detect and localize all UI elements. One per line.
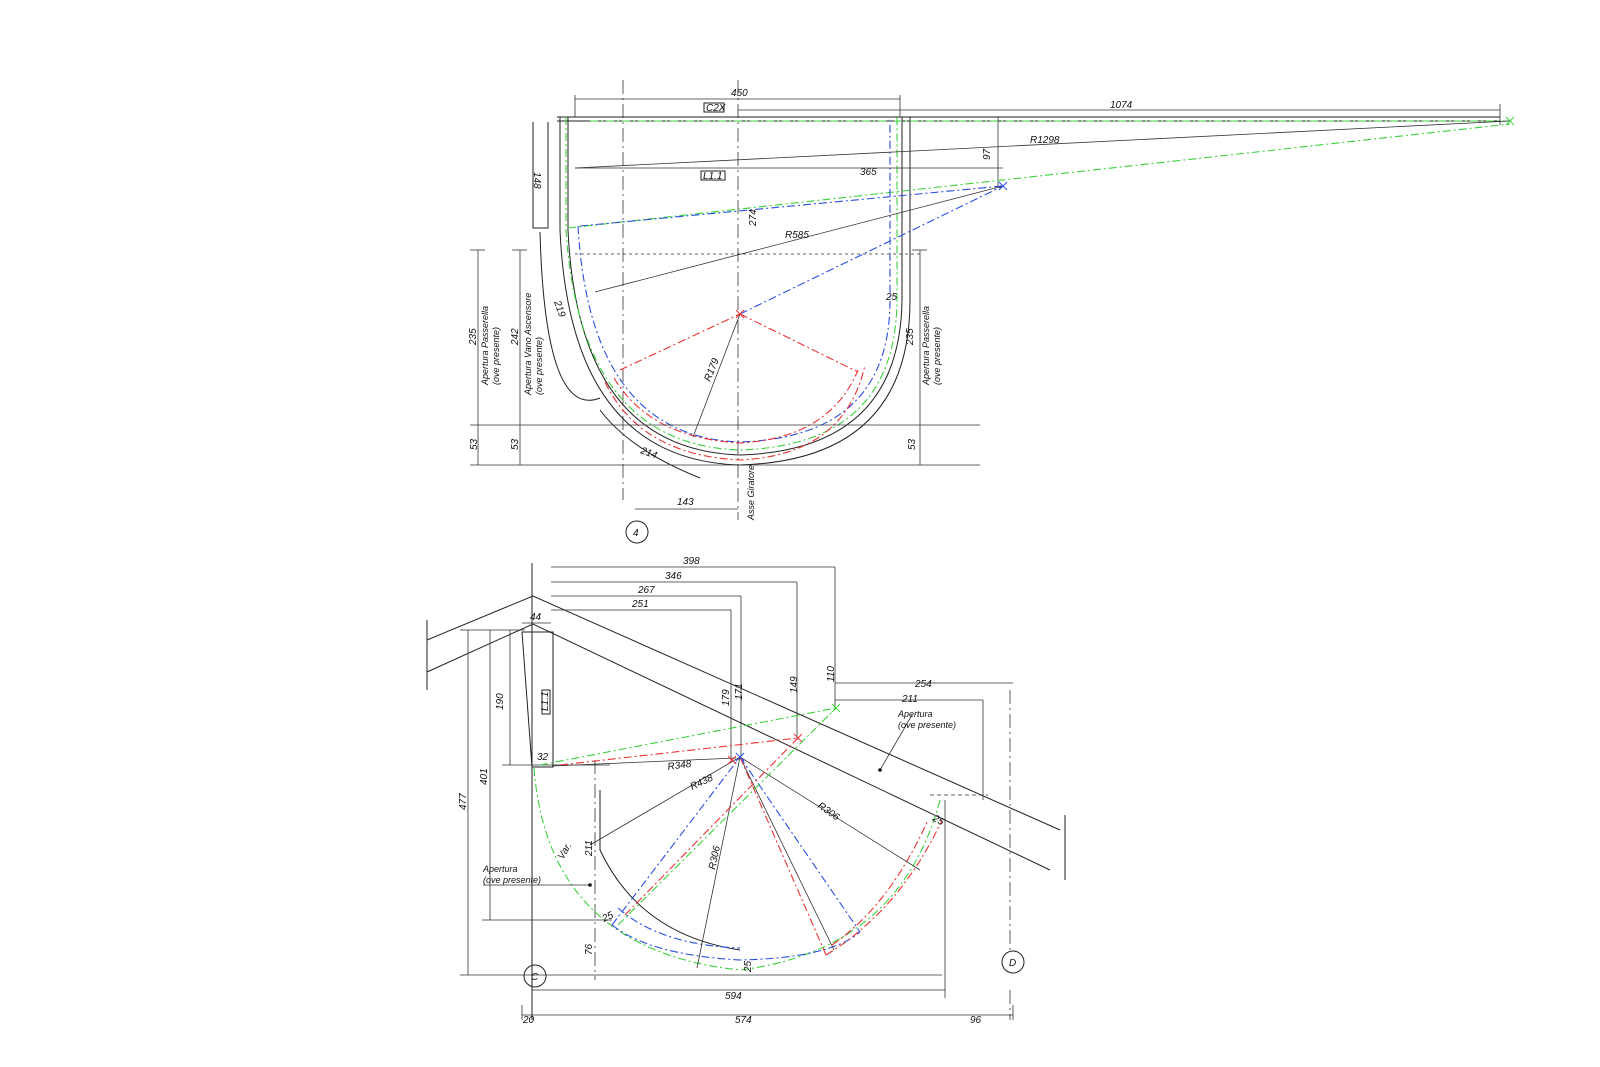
note-passerella-left-2: (ove presente) (491, 327, 501, 385)
dim-r585: R585 (785, 230, 809, 241)
dim-450: 450 (731, 88, 748, 99)
arc-219: 219 (551, 298, 568, 319)
marker-blue-center (735, 752, 745, 762)
marker-green-2 (831, 703, 841, 713)
dim-r306-right: R306 (815, 800, 841, 823)
dim-25: 25 (885, 292, 898, 303)
dim-171: 171 (734, 683, 745, 700)
tag-l1-bottom: L1.1 (540, 692, 551, 711)
tag-c2x: C2X (706, 103, 726, 114)
grid-label-c: C (531, 972, 539, 983)
dim-211-left: 211 (584, 840, 595, 857)
dim-r348: R348 (667, 759, 693, 773)
marker-red-center (735, 309, 745, 319)
dim-r438: R438 (689, 772, 716, 792)
dim-594: 594 (725, 991, 742, 1002)
arc-214: 214 (638, 445, 659, 462)
grid-circle-c (523, 964, 547, 988)
note-apertura-left-2: (ove presente) (483, 875, 541, 885)
dim-346: 346 (665, 571, 682, 582)
marker-blue (998, 181, 1008, 191)
dim-365: 365 (860, 167, 877, 178)
note-apertura-right: Apertura (897, 709, 933, 719)
dim-274: 274 (748, 209, 759, 227)
dim-53-right: 53 (907, 438, 918, 450)
grid-label-4: 4 (633, 528, 639, 539)
dim-25-left: 25 (600, 910, 616, 925)
top-plan (470, 80, 1515, 544)
dim-190: 190 (495, 693, 506, 710)
dim-398: 398 (683, 556, 700, 567)
dim-401: 401 (479, 768, 490, 785)
dim-254: 254 (914, 679, 932, 690)
dim-211-top: 211 (901, 694, 918, 705)
arc-148: 148 (531, 172, 542, 189)
marker-green (1505, 116, 1515, 126)
dim-44: 44 (530, 612, 542, 623)
note-apertura-right-2: (ove presente) (898, 720, 956, 730)
note-asse: Asse Giratore (746, 465, 756, 521)
dim-149: 149 (789, 676, 800, 693)
dim-477: 477 (458, 793, 469, 810)
dim-242: 242 (510, 328, 521, 346)
dim-97: 97 (982, 148, 993, 160)
note-passerella-left: Apertura Passerella (480, 306, 490, 386)
dim-1074: 1074 (1110, 100, 1133, 111)
dim-var: Var. (556, 841, 574, 862)
dim-20: 20 (522, 1015, 535, 1026)
note-vano: Apertura Vano Ascensore (523, 293, 533, 396)
tag-l1-top: L1.1 (703, 171, 722, 182)
note-apertura-left: Apertura (482, 864, 518, 874)
bottom-plan (426, 563, 1066, 1020)
dim-574: 574 (735, 1015, 752, 1026)
note-passerella-right: Apertura Passerella (921, 306, 931, 386)
dim-235-left: 235 (468, 328, 479, 346)
dim-96: 96 (970, 1015, 982, 1026)
dim-76: 76 (584, 943, 595, 955)
note-vano-2: (ove presente) (534, 337, 544, 395)
grid-circle-4 (625, 520, 649, 544)
dim-110: 110 (826, 666, 837, 682)
dim-143: 143 (677, 497, 694, 508)
dim-r1298: R1298 (1030, 135, 1060, 146)
dim-179: 179 (721, 689, 732, 706)
marker-red-2 (793, 733, 803, 743)
dim-267: 267 (637, 585, 655, 596)
dim-53-left: 53 (469, 438, 480, 450)
dim-235-right: 235 (905, 328, 916, 346)
grid-label-d: D (1009, 958, 1016, 969)
marker-red-1 (727, 755, 737, 765)
dim-32: 32 (537, 752, 549, 763)
dim-53-mid: 53 (510, 438, 521, 450)
dim-r306-left: R306 (707, 845, 723, 871)
dim-25-bottom: 25 (743, 960, 754, 973)
grid-circle-d (1001, 950, 1025, 974)
dim-251: 251 (631, 599, 649, 610)
dim-25-right: 25 (930, 813, 946, 829)
note-passerella-right-2: (ove presente) (932, 327, 942, 385)
